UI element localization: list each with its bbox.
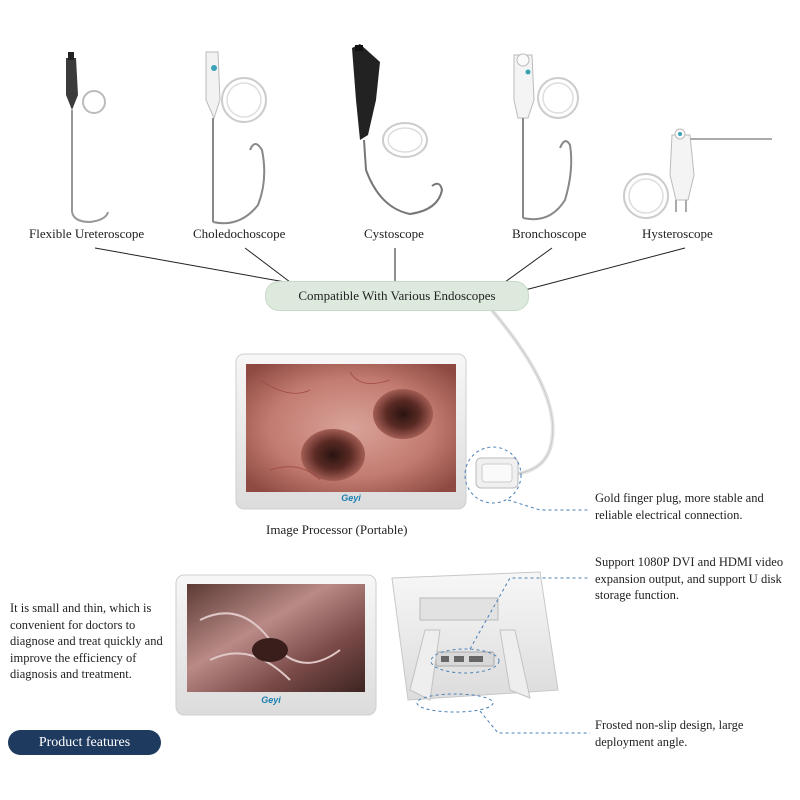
feature-small-thin: It is small and thin, which is convenien… bbox=[10, 601, 163, 681]
label-flexible-ureteroscope: Flexible Ureteroscope bbox=[29, 226, 145, 241]
label-hysteroscope: Hysteroscope bbox=[642, 226, 713, 241]
hysteroscope-image bbox=[623, 128, 772, 219]
image-processor-tablet bbox=[235, 353, 467, 510]
cable bbox=[488, 306, 555, 476]
tablet-front-view bbox=[175, 574, 377, 716]
label-cystoscope: Cystoscope bbox=[364, 226, 424, 241]
image-processor-caption: Image Processor (Portable) bbox=[266, 522, 408, 537]
label-bronchoscope: Bronchoscope bbox=[512, 226, 587, 241]
choledochoscope-image bbox=[205, 51, 267, 225]
flexible-ureteroscope-image bbox=[66, 52, 109, 224]
feature-video-output: Support 1080P DVI and HDMI video expansi… bbox=[595, 555, 784, 602]
feature-frosted-design: Frosted non-slip design, large deploymen… bbox=[595, 718, 744, 749]
label-choledochoscope: Choledochoscope bbox=[193, 226, 286, 241]
connector-lines bbox=[94, 247, 686, 291]
gold-finger-plug bbox=[475, 457, 519, 489]
bronchoscope-image bbox=[513, 53, 579, 221]
feature-gold-finger-plug: Gold finger plug, more stable and reliab… bbox=[595, 491, 764, 522]
cystoscope-image bbox=[352, 44, 444, 216]
brand-logo-bottom: Geyi bbox=[261, 695, 281, 705]
brand-logo-top: Geyi bbox=[341, 493, 361, 503]
tablet-back-view bbox=[391, 571, 559, 701]
product-features-badge: Product features bbox=[8, 730, 161, 755]
compatible-endoscopes-pill: Compatible With Various Endoscopes bbox=[265, 281, 529, 311]
plug-highlight bbox=[464, 446, 522, 504]
